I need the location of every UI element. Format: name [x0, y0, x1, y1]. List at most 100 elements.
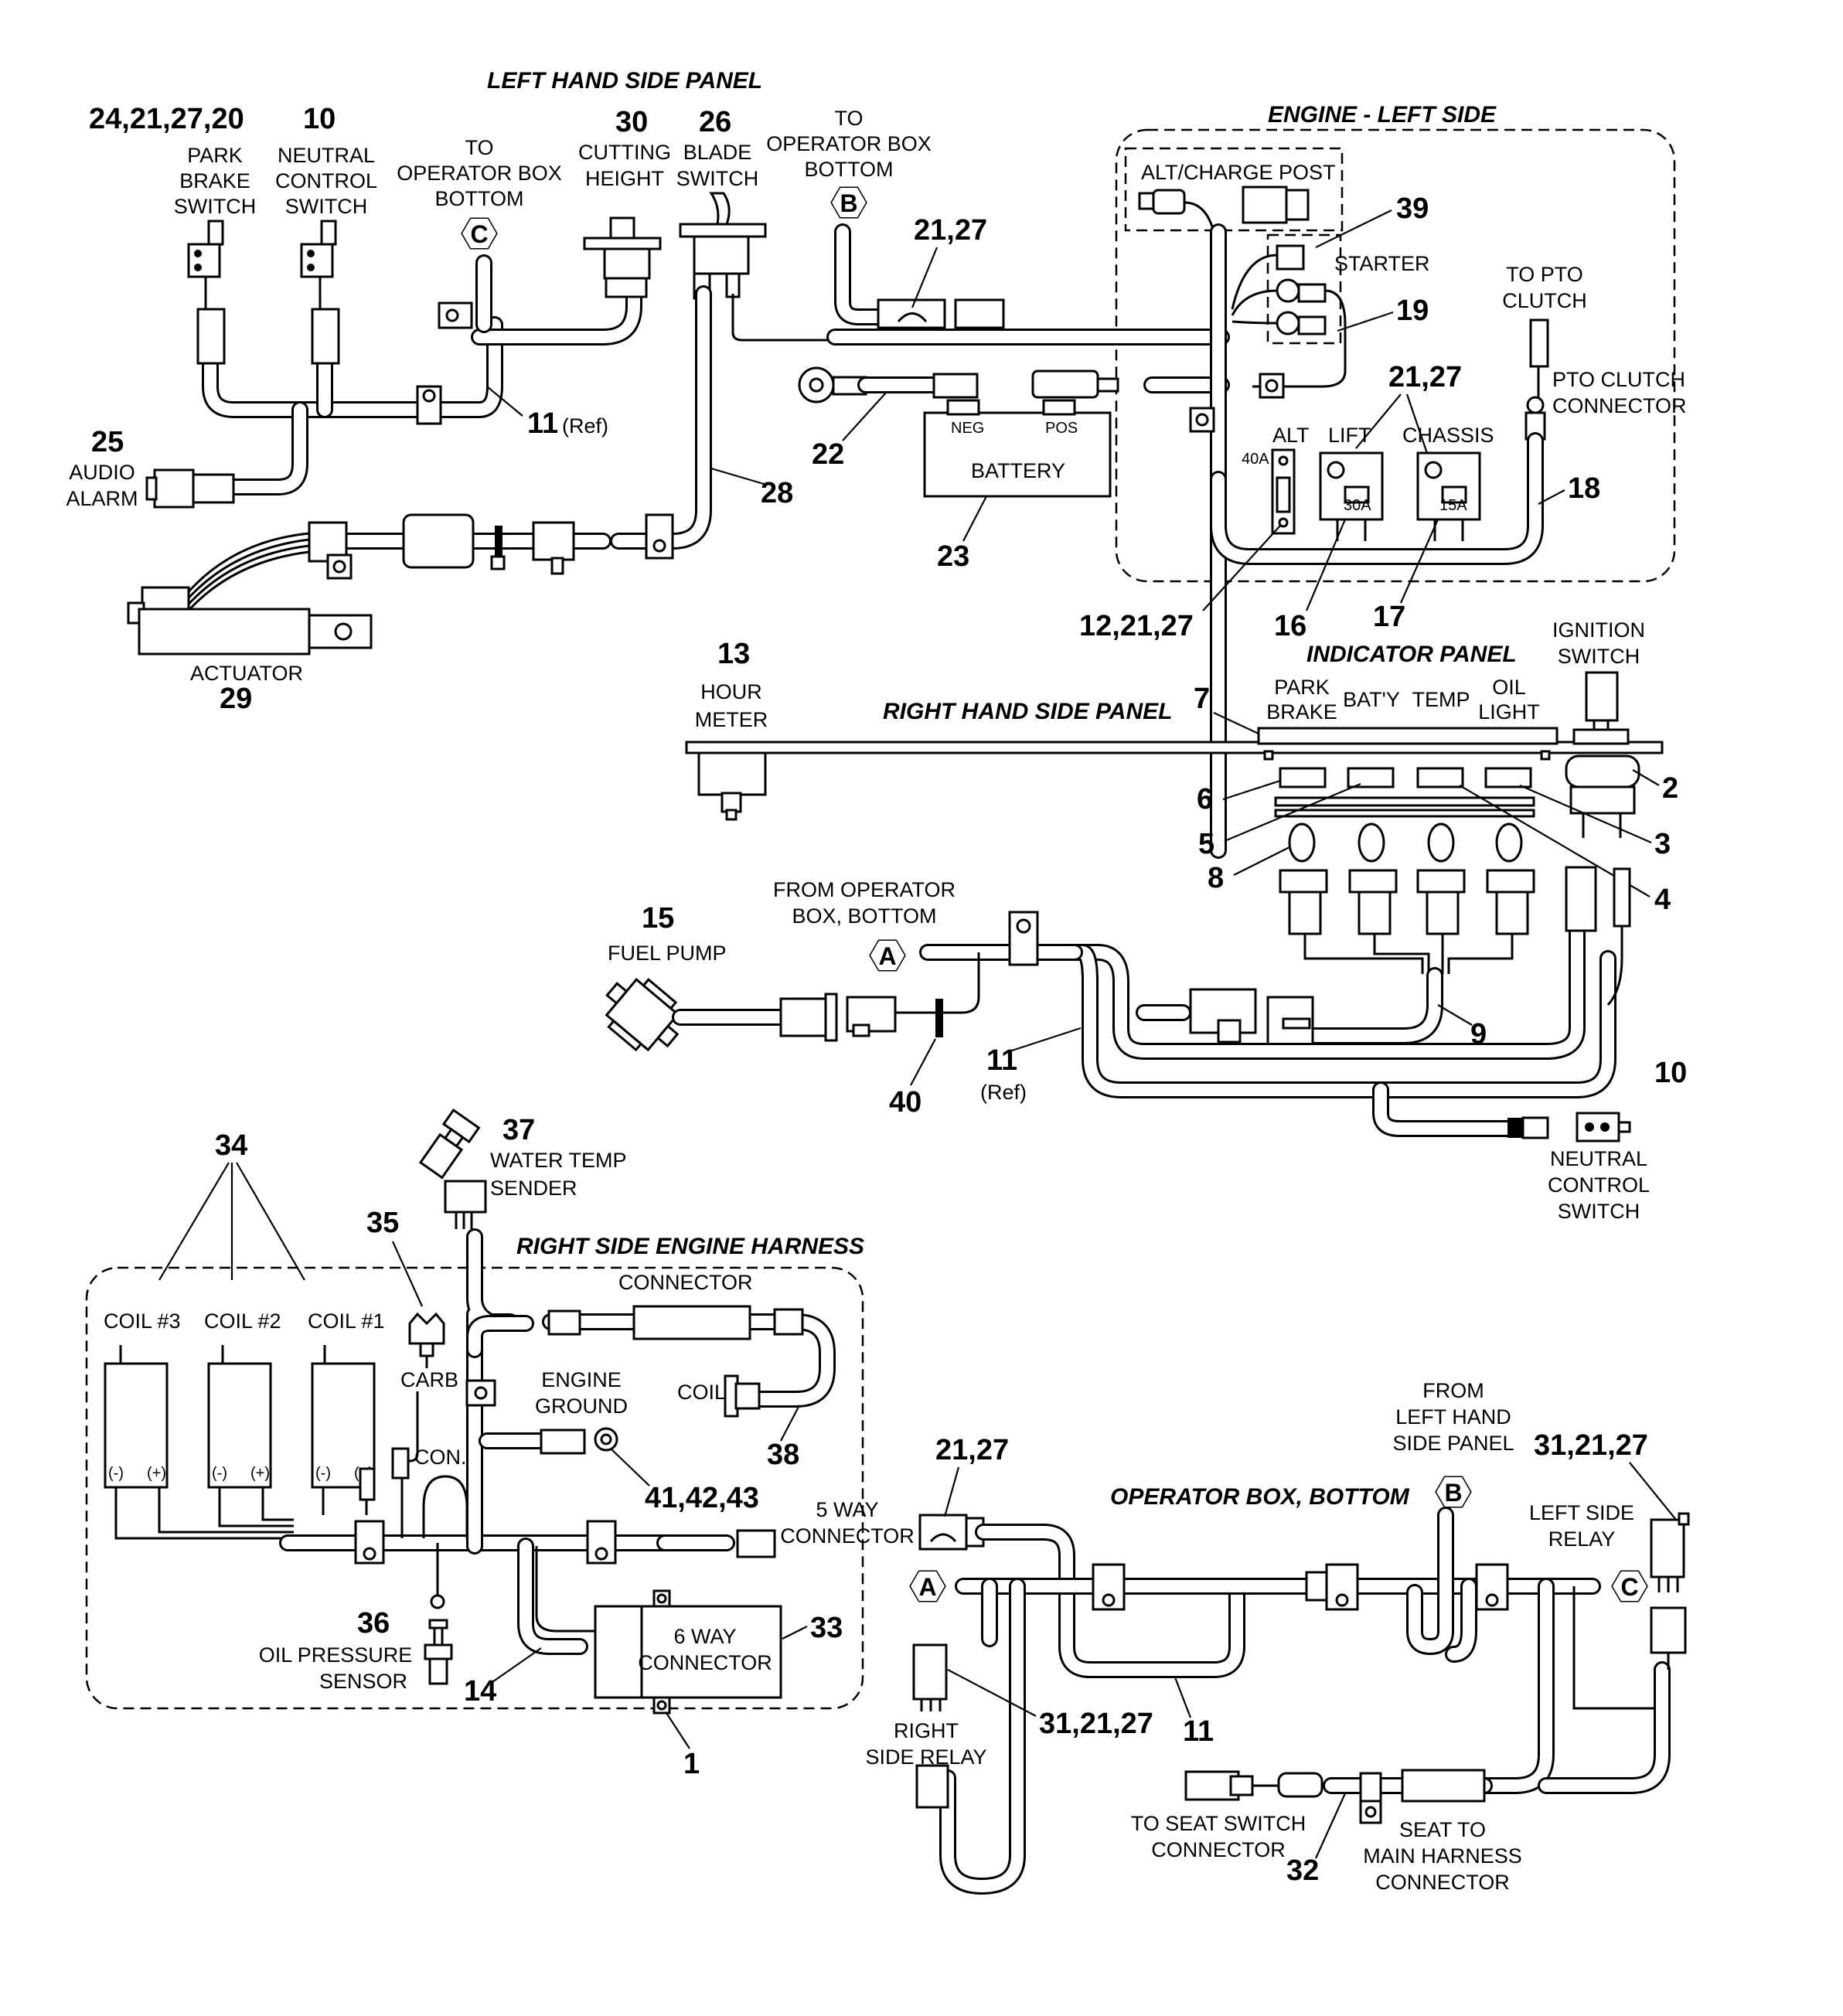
starter-boundary: [1266, 233, 1342, 345]
to-seat-switch-connector-label: TO SEAT SWITCH CONNECTOR: [1131, 1812, 1306, 1861]
svg-text:IGNITION: IGNITION: [1552, 618, 1645, 642]
svg-text:BRAKE: BRAKE: [1266, 700, 1337, 724]
svg-text:CONNECTOR: CONNECTOR: [780, 1524, 915, 1548]
water-temp-sender-label: WATER TEMP SENDER: [490, 1149, 627, 1200]
five-way-connector: [918, 1514, 985, 1551]
callout-26: 26: [699, 106, 731, 138]
water-temp-connector: [444, 1180, 487, 1214]
callout-36: 36: [357, 1607, 390, 1640]
chassis-relay-label: CHASSIS: [1402, 424, 1494, 447]
section-title-right-hand-side-panel: RIGHT HAND SIDE PANEL: [883, 699, 1172, 724]
five-way-connector-label: 5 WAY CONNECTOR: [780, 1498, 915, 1548]
svg-text:NEUTRAL: NEUTRAL: [1550, 1147, 1647, 1170]
svg-text:OIL: OIL: [1492, 676, 1526, 699]
neutral-control-switch: [300, 220, 337, 278]
svg-text:BOX, BOTTOM: BOX, BOTTOM: [792, 904, 936, 928]
five-way-connector-plug: [736, 1529, 776, 1558]
svg-text:SWITCH: SWITCH: [174, 195, 256, 218]
svg-text:BLADE: BLADE: [683, 141, 752, 164]
callout-37: 37: [502, 1114, 535, 1146]
to-seat-switch-connector: [1184, 1770, 1323, 1801]
callout-32: 32: [1286, 1854, 1319, 1887]
callout-21-27: 21,27: [914, 214, 987, 247]
alt-charge-post-connector: [1138, 186, 1310, 233]
connector-letter-c-bottom-text: C: [1620, 1573, 1638, 1601]
fuel-pump-label: FUEL PUMP: [608, 942, 727, 965]
starter-terminal: [1231, 244, 1347, 388]
con-label: CON.: [414, 1446, 467, 1469]
callout-18: 18: [1568, 472, 1600, 505]
svg-text:OIL PRESSURE: OIL PRESSURE: [259, 1643, 413, 1667]
battery-neg-label: NEG: [951, 420, 984, 437]
callout-21-27-c: 21,27: [935, 1434, 1009, 1466]
alt-fuse-label: ALT: [1272, 424, 1310, 447]
svg-text:ENGINE: ENGINE: [541, 1368, 622, 1391]
lh-harness-upper: [202, 316, 503, 418]
park-brake-switch-label: PARK BRAKE SWITCH: [174, 144, 256, 218]
callout-31-21-27-a: 31,21,27: [1534, 1429, 1648, 1462]
connector-letter-a-bottom-text: A: [918, 1573, 936, 1601]
callout-3: 3: [1654, 828, 1671, 860]
svg-text:TO: TO: [834, 107, 863, 130]
section-title-right-side-engine-harness: RIGHT SIDE ENGINE HARNESS: [516, 1234, 864, 1259]
svg-text:PARK: PARK: [1274, 676, 1330, 699]
audio-alarm-label: AUDIO ALARM: [66, 461, 138, 510]
svg-text:SWITCH: SWITCH: [1558, 645, 1640, 668]
alt-charge-post-boundary: [1124, 147, 1344, 232]
callout-19: 19: [1396, 295, 1429, 327]
callout-12-21-27: 12,21,27: [1079, 610, 1194, 642]
coil-3-label: COIL #3: [104, 1309, 181, 1333]
callout-35: 35: [366, 1207, 399, 1239]
fuel-pump-connector: [779, 997, 827, 1037]
section-title-operator-box-bottom: OPERATOR BOX, BOTTOM: [1110, 1484, 1410, 1510]
callout-11-ref: (Ref): [562, 414, 608, 438]
callout-4: 4: [1654, 884, 1671, 916]
svg-text:(+): (+): [147, 1465, 166, 1482]
right-hand-side-panel-plate: [685, 727, 1664, 761]
callout-16: 16: [1274, 610, 1306, 642]
callout-6: 6: [1197, 783, 1213, 816]
chassis-15a-relay: 15A: [1416, 451, 1481, 541]
svg-text:SIDE PANEL: SIDE PANEL: [1392, 1432, 1514, 1455]
svg-text:FROM OPERATOR: FROM OPERATOR: [773, 878, 956, 901]
six-way-connector-label: 6 WAY CONNECTOR: [638, 1625, 772, 1674]
svg-text:NEUTRAL: NEUTRAL: [278, 144, 375, 167]
lift-30a-relay: 30A: [1319, 451, 1384, 541]
indicator-oil-light-label: OIL LIGHT: [1478, 676, 1540, 724]
actuator-label: ACTUATOR: [190, 662, 303, 685]
svg-text:FROM: FROM: [1422, 1379, 1484, 1402]
engine-ground-label: ENGINE GROUND: [535, 1368, 628, 1418]
oil-pressure-sensor-label: OIL PRESSURE SENSOR: [259, 1643, 413, 1693]
neutral-switch-connector: [311, 308, 340, 365]
audio-alarm: [145, 468, 235, 509]
section-title-indicator-panel: INDICATOR PANEL: [1306, 642, 1517, 667]
svg-text:CLUTCH: CLUTCH: [1502, 289, 1587, 312]
battery-pos-cable: [1031, 369, 1230, 399]
coil-3: (-) (+): [104, 1345, 169, 1489]
neutral-control-switch-label: NEUTRAL CONTROL SWITCH: [275, 144, 377, 218]
svg-text:CONNECTOR: CONNECTOR: [1375, 1871, 1510, 1894]
from-left-hand-side-panel-label: FROM LEFT HAND SIDE PANEL: [1392, 1379, 1514, 1455]
svg-text:RIGHT: RIGHT: [894, 1719, 959, 1742]
callout-10-b: 10: [1654, 1057, 1687, 1089]
wire-tie-40: [935, 999, 943, 1037]
svg-text:15A: 15A: [1439, 497, 1467, 514]
blade-switch-label: BLADE SWITCH: [676, 141, 758, 190]
to-pto-clutch-label: TO PTO CLUTCH: [1502, 263, 1587, 312]
callout-9: 9: [1470, 1018, 1487, 1051]
inline-connector: [402, 513, 475, 569]
alt-40a-fuse: 40A: [1242, 448, 1296, 535]
coil-1-label: COIL #1: [308, 1309, 385, 1333]
ignition-switch-label: IGNITION SWITCH: [1552, 618, 1645, 668]
water-temp-sender: [418, 1108, 481, 1180]
svg-text:LIGHT: LIGHT: [1478, 700, 1540, 724]
svg-text:HEIGHT: HEIGHT: [585, 167, 664, 190]
callout-24-21-27-20: 24,21,27,20: [89, 103, 244, 135]
battery-pos-label: POS: [1045, 420, 1078, 437]
coil-label: COIL: [677, 1381, 726, 1404]
callout-40: 40: [889, 1086, 922, 1119]
to-operator-box-bottom-c-label: TO OPERATOR BOX BOTTOM: [397, 136, 562, 210]
right-side-relay-label: RIGHT SIDE RELAY: [865, 1719, 986, 1769]
indicator-temp-label: TEMP: [1412, 688, 1470, 711]
